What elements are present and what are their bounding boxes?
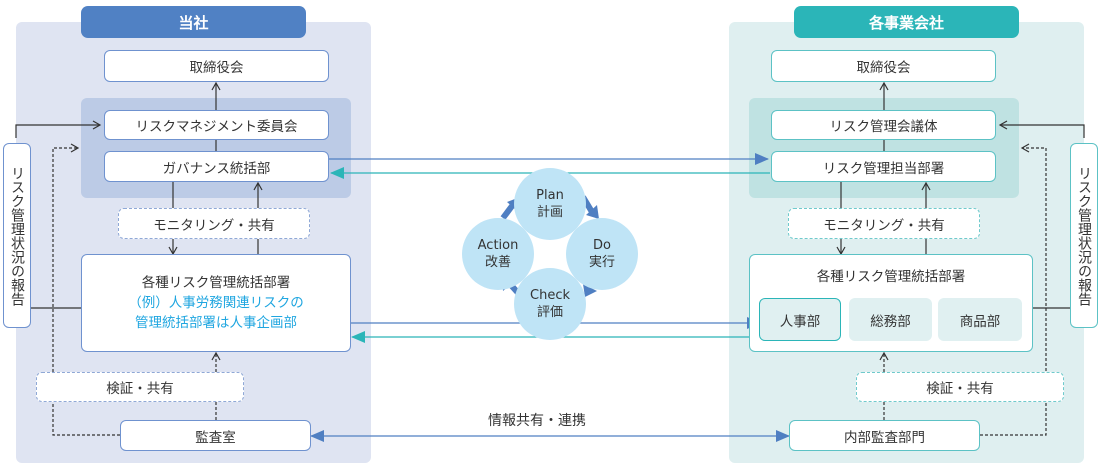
info-sharing-label: 情報共有・連携 bbox=[488, 413, 586, 429]
pdca-do-en: Do bbox=[593, 238, 611, 253]
pdca-check-jp: 評価 bbox=[536, 305, 563, 320]
right-report-line bbox=[998, 120, 1085, 138]
pdca-plan: Plan 計画 bbox=[514, 168, 586, 240]
right-header: 各事業会社 bbox=[794, 6, 1019, 38]
right-monitoring-box: モニタリング・共有 bbox=[788, 208, 980, 239]
pdca-check-en: Check bbox=[530, 288, 570, 303]
sub-dept-hr: 人事部 bbox=[759, 298, 841, 341]
right-audit-dashed bbox=[980, 143, 1047, 436]
sub-dept-merchandise: 商品部 bbox=[938, 298, 1022, 341]
pdca-do-jp: 実行 bbox=[588, 255, 615, 270]
sub-dept-general-affairs: 総務部 bbox=[849, 298, 932, 341]
pdca-action-jp: 改善 bbox=[484, 255, 511, 270]
left-risk-dept-note-1: （例）人事労務関連リスクの bbox=[128, 295, 304, 311]
left-risk-dept-note-2: 管理統括部署は人事企画部 bbox=[135, 315, 297, 331]
left-audit-dashed bbox=[52, 143, 120, 436]
right-risk-dept-title: 各種リスク管理統括部署 bbox=[816, 269, 966, 285]
left-risk-dept-title: 各種リスク管理統括部署 bbox=[141, 275, 291, 291]
pdca-do: Do 実行 bbox=[566, 218, 638, 290]
pdca-plan-jp: 計画 bbox=[536, 205, 563, 220]
pdca-check: Check 評価 bbox=[514, 268, 586, 340]
left-monitoring-box: モニタリング・共有 bbox=[118, 208, 310, 239]
left-board-box: 取締役会 bbox=[104, 50, 329, 82]
right-verify-box: 検証・共有 bbox=[856, 372, 1064, 402]
left-audit-box: 監査室 bbox=[120, 420, 311, 451]
left-report-line bbox=[15, 120, 102, 138]
left-verify-box: 検証・共有 bbox=[36, 372, 244, 402]
pdca-action: Action 改善 bbox=[462, 218, 534, 290]
left-report-box: リスク管理状況の報告 bbox=[3, 143, 31, 328]
pdca-action-en: Action bbox=[477, 238, 519, 253]
right-risk-council-box: リスク管理会議体 bbox=[771, 110, 996, 140]
pdca-arrow-action-plan bbox=[500, 204, 515, 220]
left-risk-committee-box: リスクマネジメント委員会 bbox=[104, 110, 329, 140]
right-board-box: 取締役会 bbox=[771, 50, 996, 82]
left-governance-box: ガバナンス統括部 bbox=[104, 151, 329, 182]
left-risk-dept-box: 各種リスク管理統括部署 （例）人事労務関連リスクの 管理統括部署は人事企画部 bbox=[81, 254, 351, 352]
left-header: 当社 bbox=[81, 6, 306, 38]
right-audit-box: 内部監査部門 bbox=[789, 420, 980, 451]
pdca-plan-en: Plan bbox=[536, 188, 564, 203]
right-risk-owner-box: リスク管理担当部署 bbox=[771, 151, 996, 182]
right-report-box: リスク管理状況の報告 bbox=[1070, 143, 1098, 328]
